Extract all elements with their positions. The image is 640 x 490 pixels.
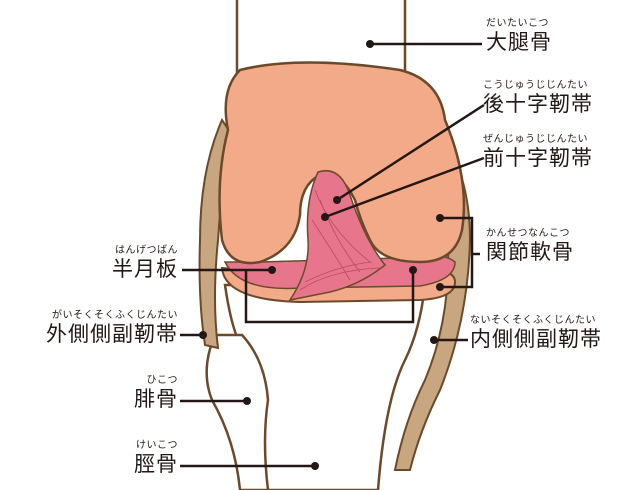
label-text: 半月板 (112, 257, 178, 281)
label-lcl: がいそくそくふくじんたい 外側側副靭帯 (46, 310, 178, 346)
label-text: 前十字靭帯 (483, 146, 593, 170)
label-tibia: けいこつ 脛骨 (134, 440, 178, 476)
label-text: 後十字靭帯 (483, 92, 593, 116)
label-text: 関節軟骨 (486, 240, 574, 264)
label-acl: ぜんじゅうじじんたい 前十字靭帯 (483, 134, 593, 170)
label-text: 腓骨 (134, 387, 178, 411)
ruby: ないそくそくふくじんたい (470, 315, 596, 326)
label-mcl: ないそくそくふくじんたい 内側側副靭帯 (470, 315, 602, 351)
ruby: こうじゅうじじんたい (483, 80, 588, 91)
label-text: 外側側副靭帯 (46, 322, 178, 346)
ruby: かんせつなんこつ (486, 228, 570, 239)
label-text: 大腿骨 (486, 30, 552, 54)
ruby: だいたいこつ (486, 18, 549, 29)
femur-shaft (235, 0, 407, 80)
label-fibula: ひこつ 腓骨 (134, 375, 178, 411)
label-pcl: こうじゅうじじんたい 後十字靭帯 (483, 80, 593, 116)
label-cartilage: かんせつなんこつ 関節軟骨 (486, 228, 574, 264)
ruby: ぜんじゅうじじんたい (483, 134, 588, 145)
label-text: 内側側副靭帯 (470, 327, 602, 351)
label-femur: だいたいこつ 大腿骨 (486, 18, 552, 54)
ruby: ひこつ (146, 375, 178, 386)
label-text: 脛骨 (134, 452, 178, 476)
cruciate-ligaments (288, 170, 387, 302)
leader-dots (199, 40, 444, 470)
ruby: けいこつ (136, 440, 178, 451)
fibula (205, 333, 270, 490)
leader-lines (180, 42, 485, 468)
ruby: はんげつばん (115, 245, 178, 256)
ruby: がいそくそくふくじんたい (52, 310, 178, 321)
label-meniscus: はんげつばん 半月板 (112, 245, 178, 281)
